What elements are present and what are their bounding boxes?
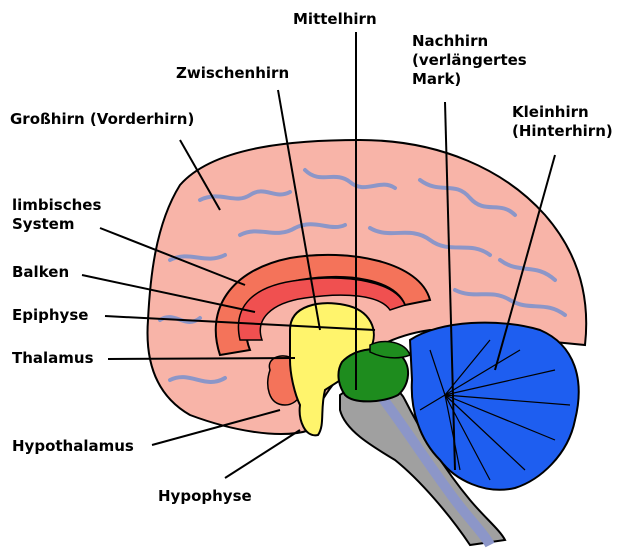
label-kleinhirn: Kleinhirn (Hinterhirn) [512,103,613,141]
label-hypophyse: Hypophyse [158,487,252,506]
label-epiphyse: Epiphyse [12,306,88,325]
label-grosshirn: Großhirn (Vorderhirn) [10,110,194,129]
label-mittelhirn: Mittelhirn [293,10,377,29]
pointer-hypophyse [225,430,300,478]
label-thalamus: Thalamus [12,349,94,368]
label-balken: Balken [12,263,69,282]
label-zwischenhirn: Zwischenhirn [176,64,289,83]
pointer-thalamus [108,358,295,359]
label-hypothalamus: Hypothalamus [12,437,134,456]
label-nachhirn: Nachhirn (verlängertes Mark) [412,32,527,89]
label-limbisches-system: limbisches System [12,196,101,234]
